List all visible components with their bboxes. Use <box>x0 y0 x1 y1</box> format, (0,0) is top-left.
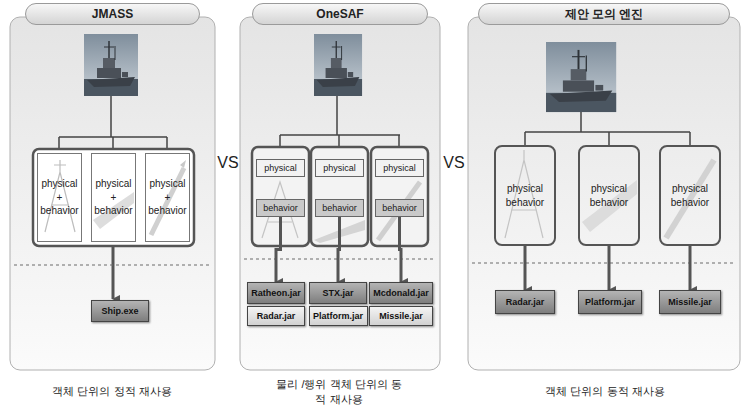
panel-title: OneSAF <box>252 3 428 25</box>
reuse-arrow <box>400 217 402 282</box>
box-label: behavior <box>382 203 417 213</box>
panel-title: JMASS <box>25 3 200 25</box>
box-label: Missile.jar <box>379 311 423 321</box>
module-jar-box: Radar.jar <box>495 290 555 314</box>
box-label: behavior <box>322 203 357 213</box>
module-jar-box: Missile.jar <box>659 290 721 314</box>
box-label: physical <box>383 163 416 173</box>
reuse-arrow <box>689 246 692 290</box>
module-jar-box: Missile.jar <box>369 306 433 326</box>
object-card: physical + behavior <box>145 153 190 242</box>
object-card: physical + behavior <box>37 153 82 242</box>
vendor-jar-box: Mcdonald.jar <box>369 282 433 304</box>
box-label: Platform.jar <box>313 311 363 321</box>
executable-box: Ship.exe <box>91 300 149 322</box>
card-label: physical + behavior <box>38 177 81 218</box>
box-label: Ship.exe <box>101 306 138 316</box>
reuse-arrow <box>524 246 527 290</box>
behavior-box: behavior <box>256 199 305 217</box>
vs-label: VS <box>216 154 240 172</box>
module-jar-box: Radar.jar <box>247 306 305 326</box>
reuse-arrow <box>608 246 611 290</box>
comparison-panel: 제안 모의 엔진physical behaviorphysical behavi… <box>468 17 740 370</box>
card-label: physical + behavior <box>92 177 135 218</box>
physical-box: physical <box>375 159 424 177</box>
card-label: physical behavior <box>580 182 638 209</box>
box-label: behavior <box>263 203 298 213</box>
box-label: Ratheon.jar <box>251 288 301 298</box>
object-card: physical + behavior <box>91 153 136 242</box>
vendor-jar-box: STX.jar <box>309 282 367 304</box>
box-label: Radar.jar <box>506 297 545 307</box>
box-label: physical <box>264 163 297 173</box>
box-label: STX.jar <box>322 288 353 298</box>
object-card: physical behavior <box>494 145 556 246</box>
object-card: physical behavior <box>578 145 640 246</box>
physical-box: physical <box>256 159 305 177</box>
module-jar-box: Platform.jar <box>309 306 368 326</box>
behavior-box: behavior <box>315 199 364 217</box>
card-label: physical behavior <box>496 182 554 209</box>
object-card: physical behavior <box>659 145 721 246</box>
panel-caption: 객체 단위의 정적 재사용 <box>27 384 197 399</box>
panel-caption: 객체 단위의 동적 재사용 <box>505 384 705 399</box>
panel-caption: 물리 /행위 객체 단위의 동적 재사용 <box>274 377 404 407</box>
reuse-arrow <box>338 217 340 282</box>
box-label: Platform.jar <box>585 297 635 307</box>
comparison-panel: OneSAFphysicalphysicalphysicalbehaviorbe… <box>240 17 440 370</box>
physical-box: physical <box>315 159 364 177</box>
comparison-panel: JMASSphysical + behaviorphysical + behav… <box>10 17 215 370</box>
panel-title: 제안 모의 엔진 <box>478 3 730 25</box>
vs-label: VS <box>441 154 467 172</box>
vendor-jar-box: Ratheon.jar <box>247 282 305 304</box>
module-jar-box: Platform.jar <box>578 290 642 314</box>
behavior-box: behavior <box>375 199 424 217</box>
box-label: physical <box>323 163 356 173</box>
card-label: physical + behavior <box>146 177 189 218</box>
box-label: Mcdonald.jar <box>373 288 429 298</box>
box-label: Radar.jar <box>257 311 296 321</box>
box-label: Missile.jar <box>668 297 712 307</box>
card-label: physical behavior <box>661 182 719 209</box>
reuse-arrow <box>276 217 281 282</box>
